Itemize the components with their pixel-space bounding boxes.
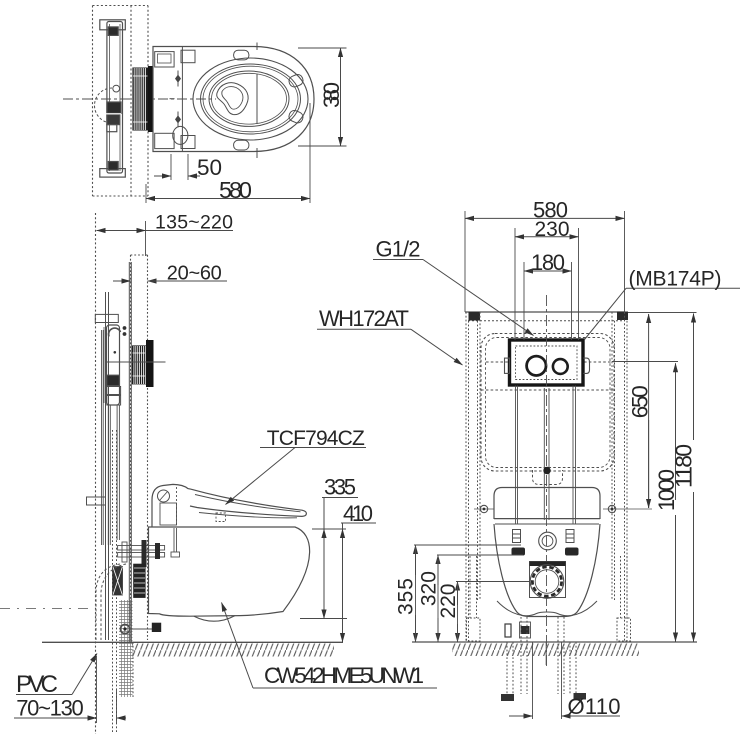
svg-text:220: 220 — [437, 584, 460, 619]
svg-text:180: 180 — [531, 250, 565, 275]
svg-text:355: 355 — [395, 578, 418, 615]
svg-text:1180: 1180 — [671, 444, 697, 488]
svg-text:135~220: 135~220 — [155, 211, 233, 233]
svg-text:Ø110: Ø110 — [568, 694, 621, 719]
svg-text:320: 320 — [418, 571, 441, 606]
svg-text:CW542HME5UNW1: CW542HME5UNW1 — [264, 663, 424, 688]
svg-text:(MB174P): (MB174P) — [629, 267, 722, 290]
svg-text:335: 335 — [324, 475, 356, 500]
svg-text:580: 580 — [219, 177, 252, 203]
svg-text:580: 580 — [533, 197, 568, 222]
svg-text:1000: 1000 — [654, 469, 679, 511]
svg-text:230: 230 — [535, 218, 570, 241]
svg-text:410: 410 — [343, 501, 373, 526]
svg-text:TCF794CZ: TCF794CZ — [267, 427, 365, 450]
svg-text:50: 50 — [197, 155, 222, 180]
svg-text:380: 380 — [319, 82, 344, 108]
svg-text:PVC: PVC — [16, 671, 58, 698]
svg-text:G1/2: G1/2 — [376, 236, 421, 261]
svg-text:650: 650 — [628, 385, 653, 418]
svg-text:20~60: 20~60 — [167, 262, 222, 284]
svg-text:WH172AT: WH172AT — [319, 306, 409, 331]
svg-text:70~130: 70~130 — [16, 695, 84, 720]
